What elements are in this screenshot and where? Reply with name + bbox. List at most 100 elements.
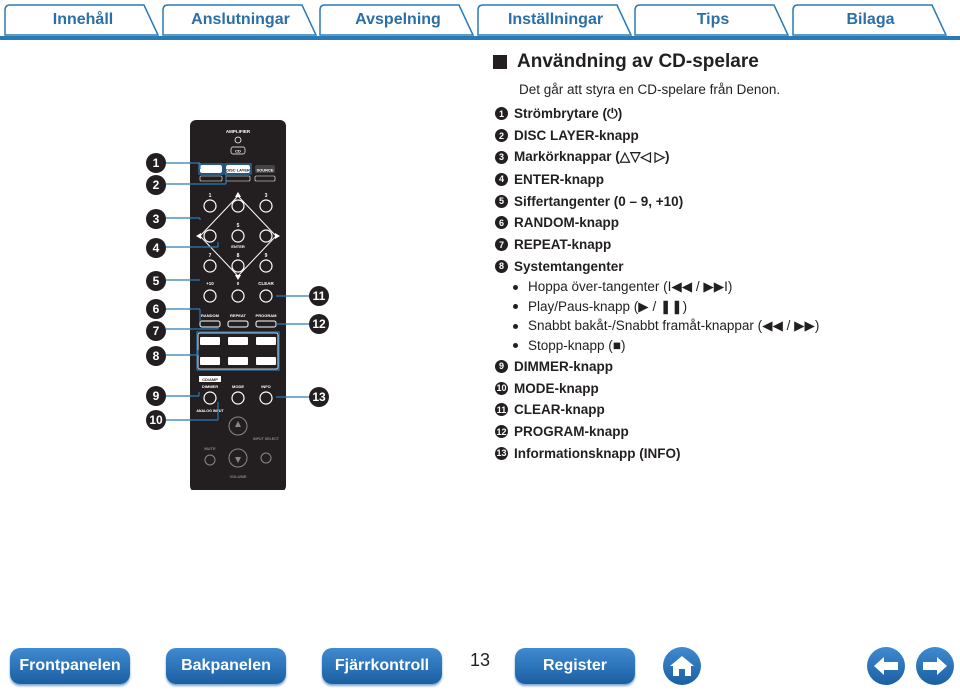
cursor-up-icon <box>235 192 241 197</box>
info-label: INFO <box>261 384 271 389</box>
tab-anslutningar[interactable]: Anslutningar <box>161 4 320 36</box>
volume-up-key <box>228 416 248 436</box>
analog-input-label: ANALOG INPUT <box>196 409 224 413</box>
tab-tips[interactable]: Tips <box>634 4 792 36</box>
sub-list-item: Hoppa över-tangenter (I◀◀ / ▶▶I) <box>495 277 819 297</box>
callout-badge: 4 <box>146 238 166 258</box>
cd-amp-label: CD/AMP <box>202 377 218 382</box>
transport-key <box>256 337 276 345</box>
plus10-label: +10 <box>206 281 214 286</box>
number-label: 3 <box>265 193 268 199</box>
item-number-badge: 4 <box>495 172 508 186</box>
index-button[interactable]: Register <box>515 648 635 684</box>
transport-key <box>200 357 220 365</box>
arrow-left-icon <box>874 657 898 675</box>
back-panel-button[interactable]: Bakpanelen <box>166 648 286 684</box>
number-label: 8 <box>237 253 240 259</box>
volume-up-icon <box>235 421 241 427</box>
tab-shape <box>161 4 317 36</box>
front-panel-button[interactable]: Frontpanelen <box>10 648 130 684</box>
cd-label: CD <box>235 149 241 154</box>
number-key <box>259 199 273 213</box>
heading-square-icon <box>493 55 507 69</box>
callout-badge: 8 <box>146 346 166 366</box>
key-circle <box>231 289 245 303</box>
page-title: Användning av CD-spelare <box>517 51 759 72</box>
random-label: RANDOM <box>201 313 220 318</box>
clear-label: CLEAR <box>258 281 274 286</box>
item-label: Siffertangenter (0 – 9, +10) <box>514 193 684 209</box>
callout-badge: 9 <box>146 386 166 406</box>
key-circle <box>259 289 273 303</box>
item-number-badge: 9 <box>495 359 508 373</box>
home-button[interactable] <box>663 647 701 685</box>
number-key <box>259 229 273 243</box>
tab-innehåll[interactable]: Innehåll <box>4 4 162 36</box>
cursor-left-icon <box>196 233 201 239</box>
item-number-badge: 12 <box>495 425 508 439</box>
sub-list-item: Snabbt bakåt-/Snabbt framåt-knappar (◀◀ … <box>495 316 819 336</box>
callout-badge: 5 <box>146 271 166 291</box>
input-select-label: INPUT SELECT <box>253 437 280 441</box>
item-label: RANDOM-knapp <box>514 215 619 231</box>
number-key <box>231 259 245 273</box>
sub-item-label: Stopp-knapp (■) <box>528 338 626 354</box>
tab-shape <box>319 4 475 36</box>
function-key <box>227 320 249 328</box>
bullet-icon <box>513 323 518 329</box>
repeat-label: REPEAT <box>230 313 246 318</box>
item-number-badge: 1 <box>495 107 508 121</box>
input-select-key <box>260 452 272 464</box>
transport-key <box>228 337 248 345</box>
item-label: Informationsknapp (INFO) <box>514 445 681 461</box>
tab-inställningar[interactable]: Inställningar <box>476 4 635 36</box>
program-label: PROGRAM <box>256 313 278 318</box>
cursor-down-icon <box>235 275 241 280</box>
item-number-badge: 8 <box>495 259 508 273</box>
function-key <box>199 320 221 328</box>
number-key <box>203 229 217 243</box>
sub-item-label: Hoppa över-tangenter (I◀◀ / ▶▶I) <box>528 279 733 295</box>
tab-avspelning[interactable]: Avspelning <box>319 4 477 36</box>
remote-body <box>190 120 286 490</box>
source-button <box>255 165 275 173</box>
intro-text: Det går att styra en CD-spelare från Den… <box>519 82 781 97</box>
callout-badge: 6 <box>146 299 166 319</box>
item-number-badge: 2 <box>495 129 508 143</box>
previous-page-button[interactable] <box>867 647 905 685</box>
tab-label: Innehåll <box>52 11 114 28</box>
item-label: REPEAT-knapp <box>514 237 612 253</box>
tab-bilaga[interactable]: Bilaga <box>791 4 950 36</box>
item-label: Systemtangenter <box>514 258 624 274</box>
cd-button <box>230 146 246 155</box>
tab-label: Avspelning <box>355 11 441 28</box>
bullet-icon <box>513 343 518 349</box>
highlight-box <box>196 331 280 371</box>
number-label: 5 <box>237 223 240 229</box>
key-circle <box>231 391 245 405</box>
item-label: MODE-knapp <box>514 380 599 396</box>
tab-label: Anslutningar <box>191 11 290 28</box>
item-number-badge: 11 <box>495 403 508 417</box>
item-number-badge: 10 <box>495 381 508 395</box>
highlight-box <box>198 163 224 175</box>
btn-outline <box>199 175 223 182</box>
next-page-button[interactable] <box>916 647 954 685</box>
key-circle <box>203 289 217 303</box>
top-tab-bar: Innehåll Anslutningar Avspelning Inställnin… <box>0 0 960 40</box>
transport-key <box>200 337 220 345</box>
highlight-box <box>224 163 252 175</box>
number-label: 9 <box>265 253 268 259</box>
remote-control-button[interactable]: Fjärrkontroll <box>322 648 442 684</box>
callout-badge: 11 <box>309 286 329 306</box>
item-label: Markörknappar (△▽◁ ▷) <box>514 149 670 165</box>
number-label: 7 <box>209 253 212 259</box>
